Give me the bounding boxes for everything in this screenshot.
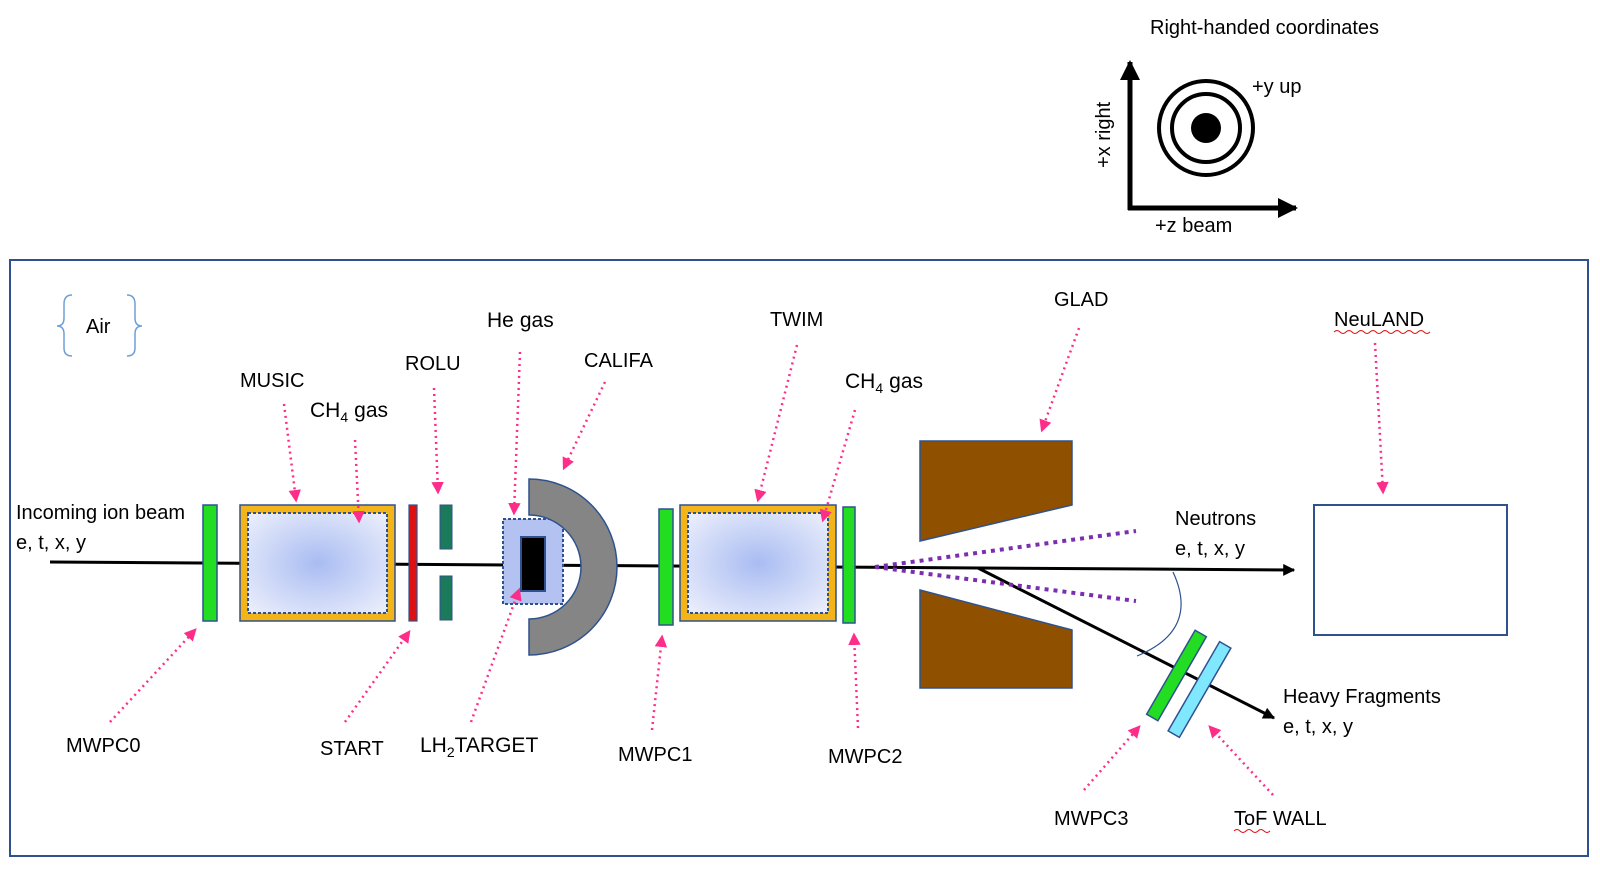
- lh2-text: TARGET: [455, 734, 539, 757]
- ch4-music-subscript: 4: [340, 409, 348, 425]
- right-brace: [126, 294, 143, 357]
- rolu-label: ROLU: [405, 353, 461, 375]
- rolu-upper-paddle: [439, 504, 453, 550]
- lh2-symbol: LH: [420, 734, 447, 757]
- music-pointer: [282, 403, 301, 503]
- coordinates-title: Right-handed coordinates: [1150, 17, 1379, 39]
- lh2-target: [520, 536, 546, 592]
- mwpc2-detector: [842, 506, 856, 624]
- incoming-beam-label: Incoming ion beam: [16, 502, 185, 524]
- twim-pointer: [754, 344, 799, 503]
- neutrons-label: Neutrons: [1175, 508, 1256, 530]
- left-brace: [56, 294, 73, 357]
- mwpc0-pointer: [109, 628, 197, 723]
- he-text: gas: [520, 309, 554, 332]
- ch4-twim-pointer: [819, 409, 857, 523]
- ch4-music-text: gas: [354, 399, 388, 422]
- heavy-fragments-vars: e, t, x, y: [1283, 716, 1353, 738]
- ch4-twim-symbol: CH: [845, 370, 875, 393]
- neuland-pointer: [1373, 342, 1389, 495]
- he-symbol: He: [487, 309, 514, 332]
- twim-gas-volume: [687, 512, 829, 614]
- glad-pointer: [1039, 327, 1081, 433]
- ch4-twim-text: gas: [889, 370, 923, 393]
- mwpc3-pointer: [1083, 725, 1141, 791]
- glad-magnet-upper: [919, 440, 1073, 542]
- glad-magnet-lower: [919, 589, 1073, 689]
- rolu-pointer: [431, 387, 444, 495]
- neuland-detector: [1313, 504, 1508, 636]
- rolu-lower-paddle: [439, 575, 453, 621]
- fragment-beam-arrow: [977, 566, 1276, 720]
- ch4-music-label: CH4 gas: [310, 399, 388, 425]
- lh2-subscript: 2: [447, 744, 455, 760]
- glad-label: GLAD: [1054, 289, 1108, 311]
- pointer-arrows: [109, 327, 1389, 796]
- neutron-beam-arrow: [979, 563, 1296, 576]
- mwpc2-pointer: [848, 632, 861, 729]
- ch4-twim-label: CH4 gas: [845, 370, 923, 396]
- z-axis-label: +z beam: [1155, 215, 1232, 237]
- ch4-music-symbol: CH: [310, 399, 340, 422]
- setup-frame: [9, 259, 1589, 857]
- mwpc0-detector: [202, 504, 218, 622]
- x-axis-label: +x right: [1093, 101, 1115, 168]
- califa-pointer: [562, 381, 607, 471]
- y-axis-label: +y up: [1252, 76, 1301, 98]
- ch4-music-pointer: [352, 439, 365, 524]
- mwpc3-label: MWPC3: [1054, 808, 1128, 830]
- tof-wall-label: ToF WALL: [1234, 808, 1327, 830]
- lh2-target-pointer: [469, 587, 522, 723]
- mwpc1-detector: [658, 508, 674, 626]
- mwpc3-detector: [1145, 629, 1208, 722]
- neutrons-vars: e, t, x, y: [1175, 538, 1245, 560]
- svg-text:LH2TARGET: LH2TARGET: [420, 734, 538, 760]
- deflection-angle-arc: [1136, 571, 1182, 657]
- air-text: Air: [86, 316, 111, 338]
- coordinate-legend: Right-handed coordinates +x right +z bea…: [1093, 17, 1379, 237]
- califa-calorimeter: [528, 478, 618, 656]
- lh2-target-label: LH2TARGET: [420, 734, 538, 760]
- neutron-cone-upper: [874, 529, 1137, 569]
- neuland-label: NeuLAND: [1334, 309, 1424, 331]
- tof-wall-pointer: [1208, 725, 1274, 796]
- tof-wall-detector: [1167, 640, 1232, 739]
- heavy-fragments-label: Heavy Fragments: [1283, 686, 1441, 708]
- ch4-twim-subscript: 4: [875, 380, 883, 396]
- air-medium-label: Air: [56, 294, 143, 357]
- mwpc1-pointer: [650, 634, 668, 731]
- start-label: START: [320, 738, 384, 760]
- neuland-spellcheck-underline: [1333, 330, 1431, 334]
- neutron-cone-lower: [874, 565, 1137, 603]
- music-label: MUSIC: [240, 370, 304, 392]
- start-pointer: [343, 629, 411, 723]
- califa-label: CALIFA: [584, 350, 654, 372]
- mwpc1-label: MWPC1: [618, 744, 692, 766]
- he-gas-pointer: [508, 351, 522, 516]
- mwpc2-label: MWPC2: [828, 746, 902, 768]
- incoming-beam-vars: e, t, x, y: [16, 532, 86, 554]
- start-detector: [408, 504, 418, 622]
- music-gas-volume: [247, 512, 388, 614]
- mwpc0-label: MWPC0: [66, 735, 140, 757]
- y-axis-dot: [1191, 113, 1221, 143]
- twim-label: TWIM: [770, 309, 823, 331]
- tof-spellcheck-underline: [1233, 829, 1271, 833]
